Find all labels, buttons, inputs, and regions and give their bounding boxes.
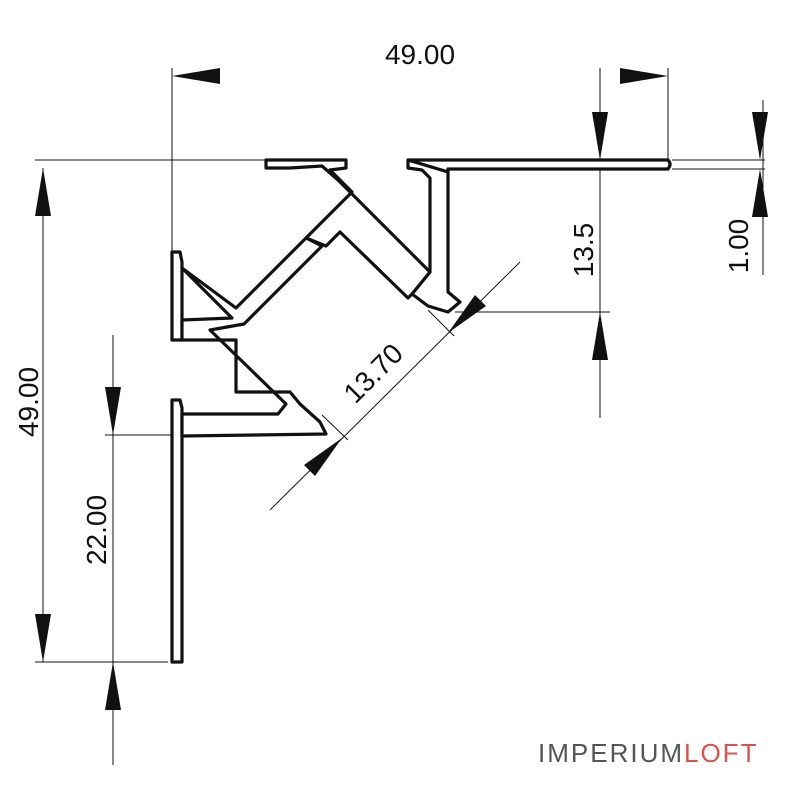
left-lip xyxy=(170,250,184,342)
inner-body xyxy=(264,158,432,300)
arrow-icon xyxy=(105,662,121,710)
dim-overall-width: 49.00 xyxy=(385,39,455,70)
arrow-icon xyxy=(35,168,51,216)
arrow-icon xyxy=(752,169,768,217)
aluminium-profile xyxy=(170,158,672,664)
dim-lower-leg: 22.00 xyxy=(81,495,112,565)
svg-text:IMPERIUMLOFT: IMPERIUMLOFT xyxy=(538,738,758,768)
right-wall xyxy=(406,158,462,314)
arrow-icon xyxy=(620,68,668,84)
arrow-icon xyxy=(172,68,220,84)
extension-lines xyxy=(35,68,765,765)
top-flange xyxy=(406,158,672,174)
arrow-icon xyxy=(592,112,608,160)
brand-logo: IMPERIUMLOFT xyxy=(538,738,758,768)
left-flange xyxy=(170,398,184,664)
arrow-icon xyxy=(304,438,342,476)
logo-part-imperium: IMPERIUM xyxy=(538,738,684,768)
inner-cross xyxy=(180,236,328,438)
logo-part-loft: LOFT xyxy=(684,738,758,768)
arrow-icon xyxy=(592,312,608,360)
dim-inner-height: 13.5 xyxy=(568,223,599,278)
dim-flange-thickness: 1.00 xyxy=(723,219,754,274)
dimension-arrows xyxy=(35,68,768,710)
dim-diagonal-depth: 13.70 xyxy=(338,338,409,409)
dim-overall-height: 49.00 xyxy=(13,367,44,437)
arrow-icon xyxy=(105,387,121,435)
arrow-icon xyxy=(448,295,486,333)
arrow-icon xyxy=(752,112,768,160)
arrow-icon xyxy=(35,614,51,662)
